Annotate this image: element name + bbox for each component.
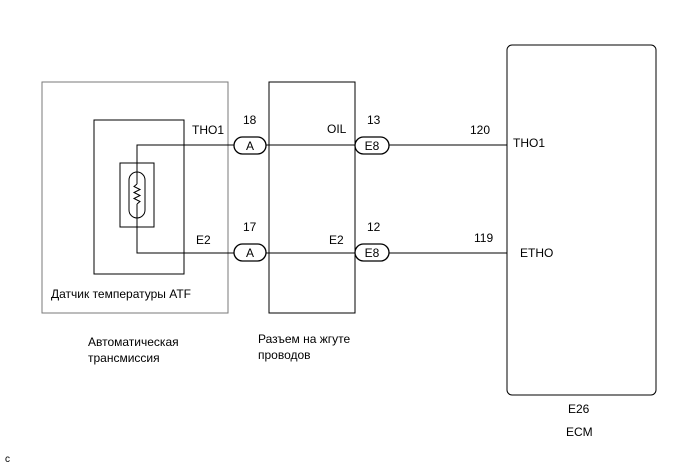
wire-e2 <box>136 216 507 254</box>
connector-e8-pin-bottom: 12 <box>367 220 381 234</box>
connector-e8-bottom: E8 <box>354 243 390 262</box>
harness-pin-bottom-label: E2 <box>329 233 344 247</box>
connector-a-bottom-label: A <box>246 246 254 260</box>
sensor-pin-bottom-label: E2 <box>196 233 211 247</box>
harness-box <box>268 81 356 314</box>
ecm-pin-bottom-number: 119 <box>474 231 493 245</box>
connector-a-pin-bottom: 17 <box>243 220 257 234</box>
harness-pin-top-label: OIL <box>327 122 347 136</box>
ecm-code-label: E26 <box>568 402 590 416</box>
wire-tho1 <box>136 144 507 174</box>
connector-e8-pin-top: 13 <box>367 113 381 127</box>
ecm-pin-top-name: THO1 <box>513 136 545 150</box>
sensor-pin-top-label: THO1 <box>192 123 224 137</box>
connector-e8-top: E8 <box>354 136 390 155</box>
connector-a-bottom: A <box>233 243 267 262</box>
connector-a-pin-top: 18 <box>243 113 257 127</box>
ecm-name-label: ECM <box>566 425 593 439</box>
connector-e8-top-label: E8 <box>365 139 380 153</box>
ecm-box <box>506 44 657 396</box>
transmission-caption-line1: Автоматическая <box>88 335 179 349</box>
harness-caption-line1: Разъем на жгуте <box>258 332 351 346</box>
sensor-box <box>93 119 185 275</box>
harness-caption-line2: проводов <box>258 348 311 362</box>
ecm-pin-top-number: 120 <box>470 123 490 137</box>
transmission-box <box>41 81 229 314</box>
connector-e8-bottom-label: E8 <box>365 246 380 260</box>
connector-a-top-label: A <box>246 139 254 153</box>
ecm-pin-bottom-name: ETHO <box>520 246 553 260</box>
corner-mark: c <box>5 454 10 465</box>
transmission-caption-line2: трансмиссия <box>88 351 160 365</box>
sensor-caption: Датчик температуры ATF <box>51 287 191 301</box>
connector-a-top: A <box>233 136 267 155</box>
